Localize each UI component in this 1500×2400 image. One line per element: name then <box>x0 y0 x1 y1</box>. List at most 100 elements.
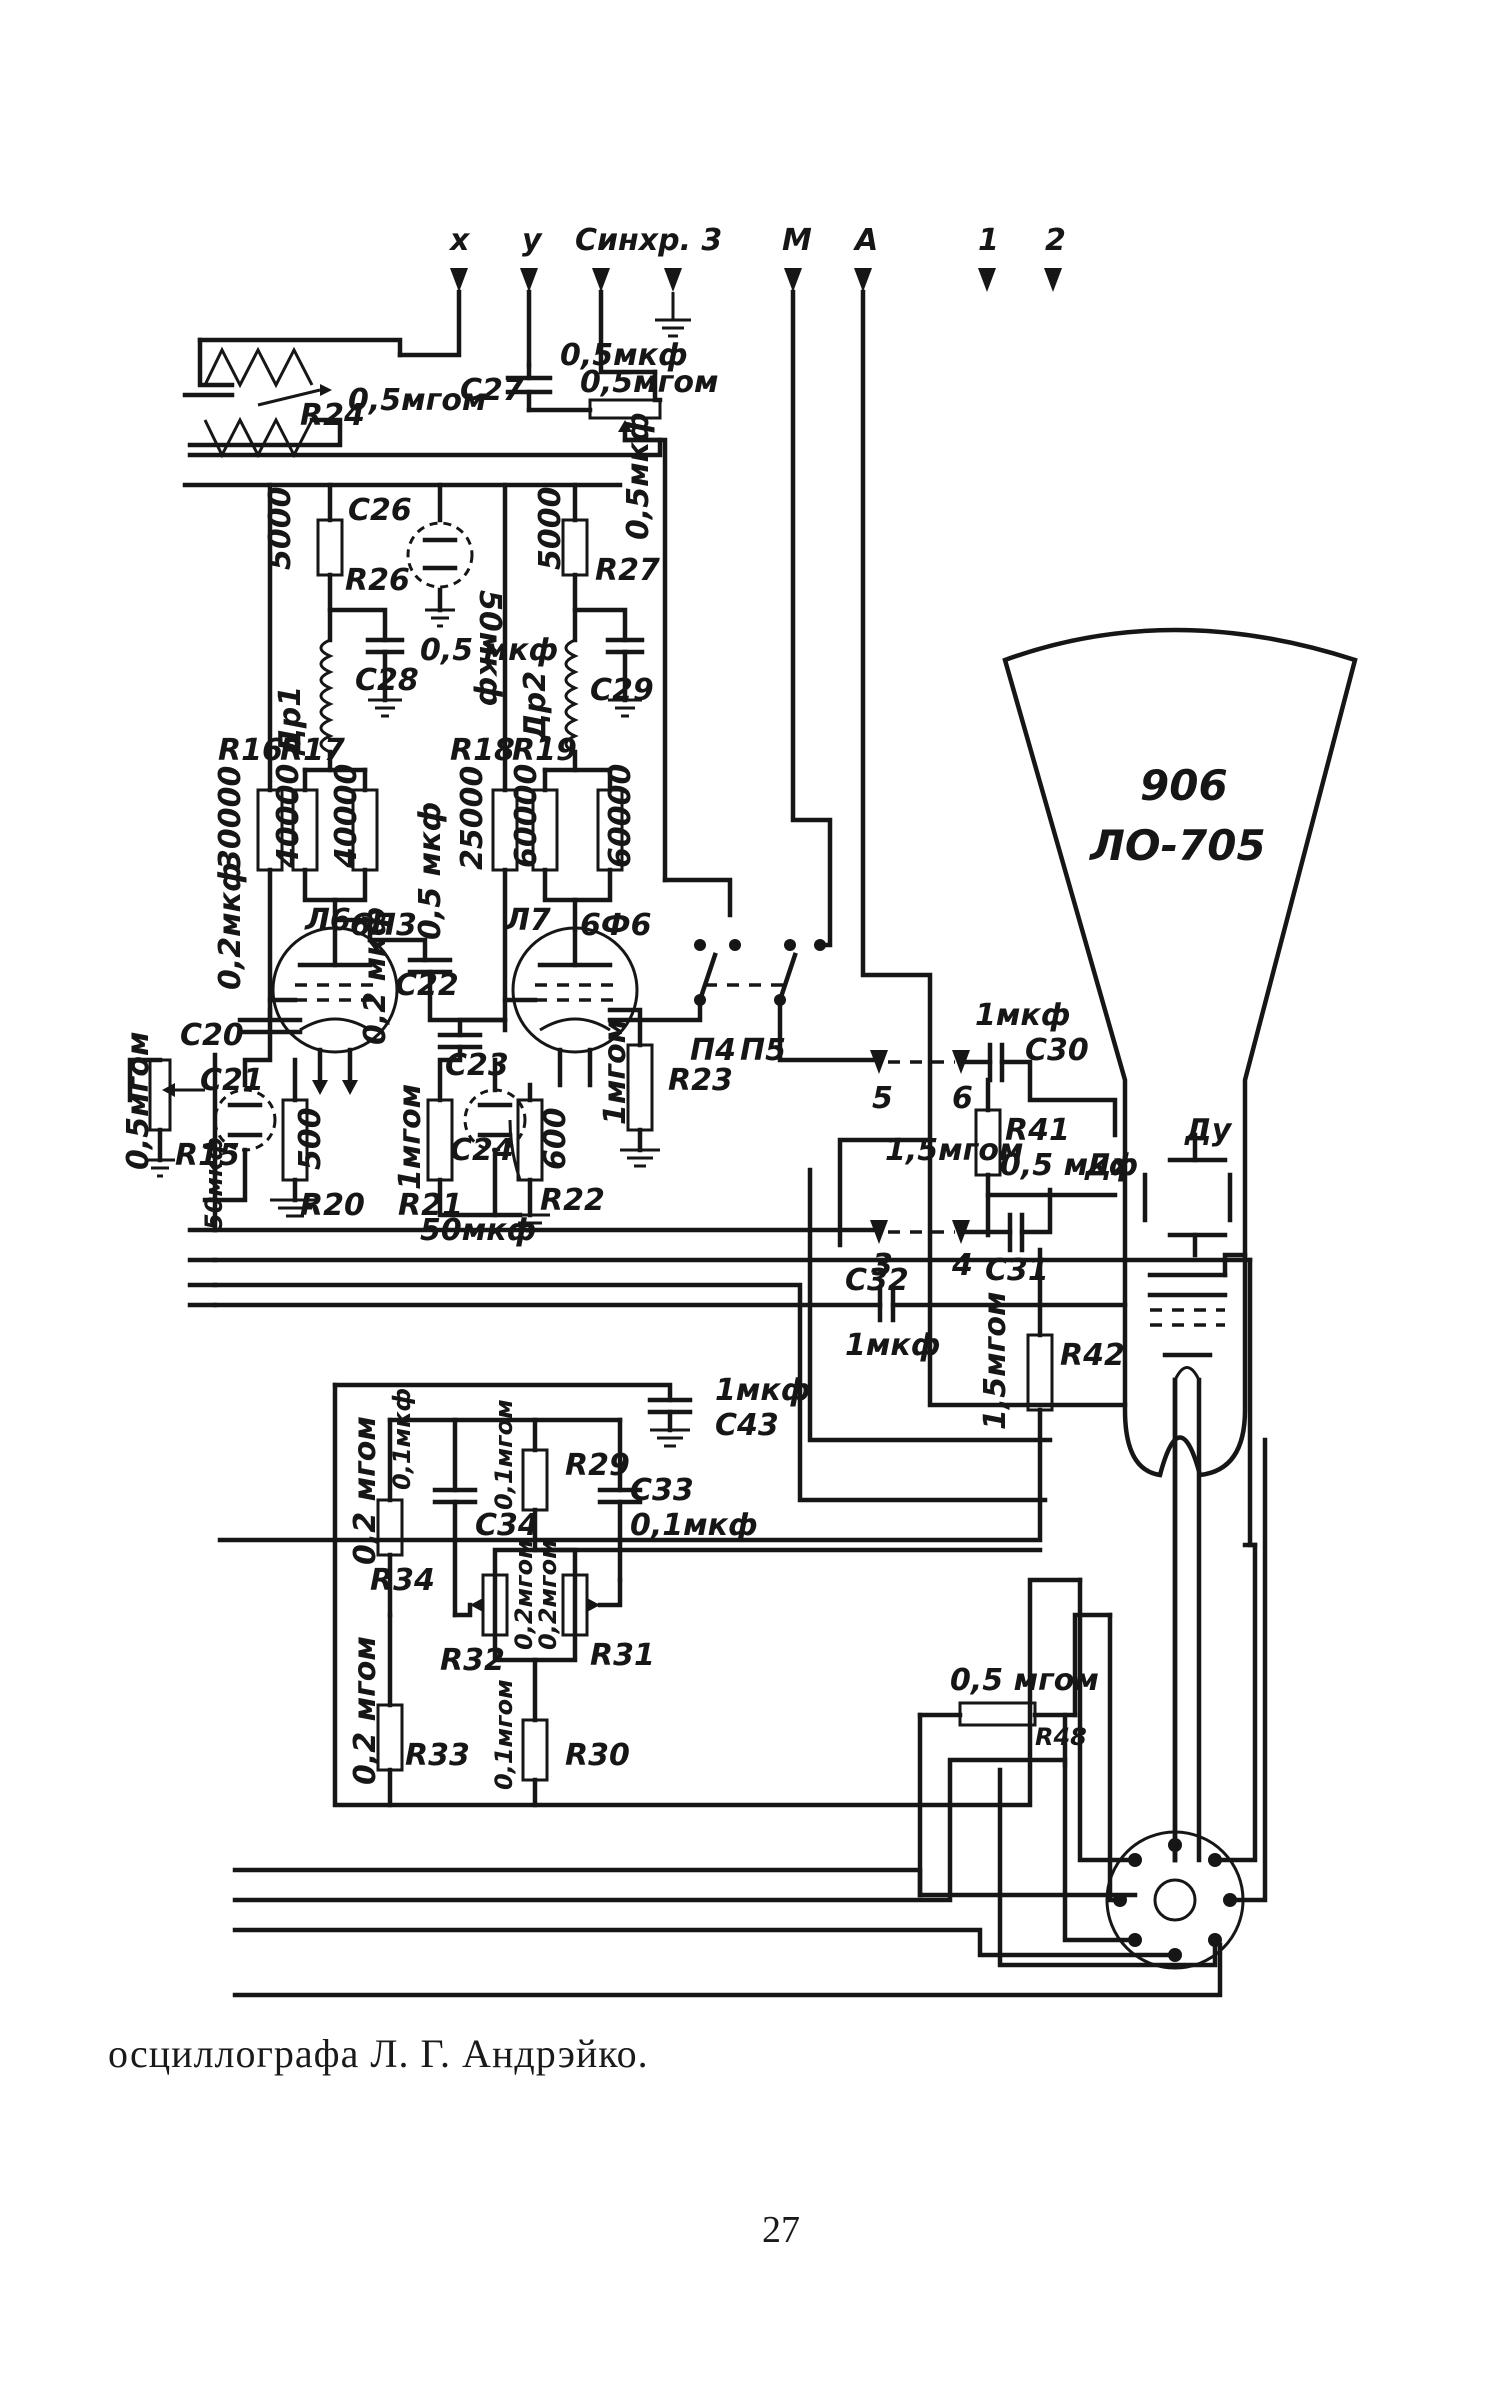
terminal-y-label: y <box>522 223 543 258</box>
c26-label: C26 <box>348 493 412 528</box>
r16-label: R16 <box>218 733 283 768</box>
r30-resistor <box>521 1718 549 1782</box>
c33-label: C33 <box>630 1473 694 1508</box>
terminal-2-label: 2 <box>1045 223 1066 258</box>
terminal-x-label: x <box>448 223 471 258</box>
r29-resistor <box>521 1448 549 1512</box>
c20-value: 0,2мкф <box>213 862 248 990</box>
dr2-label: Др2 <box>518 671 553 741</box>
c23-value: 0,2 мкф <box>358 907 393 1045</box>
c23-label: C23 <box>445 1048 509 1083</box>
dr1-label: Др1 <box>273 686 308 756</box>
r23-value: 1мгом <box>598 1019 633 1125</box>
lamp-l7: Л7 6Ф6 <box>502 903 652 1088</box>
r33-label: R33 <box>405 1738 470 1773</box>
r20-label: R20 <box>300 1188 365 1223</box>
r41-label: R41 <box>1005 1113 1070 1148</box>
r30-label: R30 <box>565 1738 630 1773</box>
r22-label: R22 <box>540 1183 605 1218</box>
r19-value: 60000 <box>509 764 544 868</box>
l6-type: 6П3 <box>350 908 417 943</box>
c31-value: 0,5 мкф <box>1000 1148 1138 1183</box>
r42-value: 1,5мгом <box>978 1292 1013 1430</box>
terminal-row: x y Синхр. 3 M A 1 2 <box>448 223 1066 338</box>
terminal-1 <box>978 268 996 292</box>
r41-value: 1,5мгом <box>885 1133 1023 1168</box>
c24-label: C24 <box>450 1133 514 1168</box>
r17-value: 40000 <box>271 764 306 869</box>
left-supply-lines <box>187 1227 218 1308</box>
c21-label: C21 <box>200 1063 264 1098</box>
r18-label: R18 <box>450 733 515 768</box>
l7-type: 6Ф6 <box>580 908 652 943</box>
r19-label: R19 <box>512 733 577 768</box>
c43-value: 1мкф <box>715 1373 811 1408</box>
c20-label: C20 <box>180 1018 244 1053</box>
l6-label: Л6 <box>304 903 351 938</box>
terminal-a <box>854 268 872 292</box>
r31-value: 0,2мгом <box>534 1539 562 1650</box>
c22-value: 0,5 мкф <box>413 802 448 940</box>
r27-label: R27 <box>595 553 660 588</box>
r26-label: R26 <box>345 563 410 598</box>
tube-dy-label: Дy <box>1184 1113 1233 1148</box>
r31-label: R31 <box>590 1638 655 1673</box>
c30-label: C30 <box>1025 1033 1089 1068</box>
c29-label: C29 <box>590 673 654 708</box>
c27-label: C27 <box>460 373 524 408</box>
input-network: R24 0,5мгом C27 0,5мкф 0,5мгом <box>182 289 718 883</box>
contact-3-label: 3 <box>872 1248 893 1283</box>
r33-value: 0,2 мгом <box>348 1636 383 1785</box>
c28-label: C28 <box>355 663 419 698</box>
r17-label: R17 <box>280 733 345 768</box>
terminal-m <box>784 268 802 292</box>
terminal-y <box>520 268 538 292</box>
r15-label: R15 <box>175 1138 240 1173</box>
terminal-2 <box>1044 268 1062 292</box>
c26-value: 50мкф <box>472 590 507 706</box>
c34-label: C34 <box>475 1508 539 1543</box>
terminal-x <box>450 268 468 292</box>
contact-4-label: 4 <box>951 1248 973 1283</box>
page-number: 27 <box>762 2209 800 2251</box>
tube-label-top: 906 <box>1140 761 1228 810</box>
l6-cathode-network: C20 0,2мкф C21 50мкф 0,5мгом R15 500 R20 <box>121 862 365 1230</box>
r24-label: R24 <box>300 398 365 433</box>
r26-resistor <box>316 518 344 577</box>
terminal-sync-label: Синхр. 3 <box>575 223 722 258</box>
r48-resistor <box>958 1701 1037 1727</box>
figure-caption: осциллографа Л. Г. Андрэйко. <box>108 2031 649 2076</box>
c34-value: 0,1мкф <box>388 1388 416 1490</box>
r27-value: 5000 <box>533 487 568 571</box>
terminal-ground <box>664 268 682 292</box>
contact-5-label: 5 <box>872 1081 893 1116</box>
switch-p4-label: П4 <box>690 1033 736 1068</box>
choke-dr2 <box>564 638 579 754</box>
lower-divider-network: 1мкф C43 0,2 мгом R34 0,1мкф C34 0,1мгом… <box>332 1373 1083 1808</box>
terminal-sync <box>592 268 610 292</box>
c33-value: 0,1мкф <box>630 1508 758 1543</box>
c22-capacitor: C22 0,5 мкф <box>367 802 508 1023</box>
choke-dr1 <box>319 638 334 754</box>
r24-value: 0,5мгом <box>348 383 486 418</box>
r17b-value: 40000 <box>329 764 364 869</box>
c32-value: 1мкф <box>845 1328 941 1363</box>
r24-resistor <box>203 346 314 459</box>
terminal-1-label: 1 <box>978 223 999 258</box>
r34-label: R34 <box>370 1563 435 1598</box>
r21-value: 1мгом <box>393 1084 428 1190</box>
tube-label-bottom: ЛО-705 <box>1088 821 1266 870</box>
plate-supply-network: 5000 C26 R26 C28 0,5 мкф 50мкф Др1 5000 … <box>182 412 660 1033</box>
switch-block: П4 П5 <box>607 289 933 1248</box>
r15-value: 0,5мгом <box>121 1032 156 1170</box>
r32-value: 0,2мгом <box>510 1539 538 1650</box>
c32-label: C32 <box>845 1263 909 1298</box>
r22-value: 600 <box>538 1107 573 1170</box>
deflection-network: 5 6 1мкф C30 1,5мгом R41 0,5 мкф 3 4 C31… <box>212 998 1258 1548</box>
tube-dx-label: Дx <box>1084 1148 1133 1183</box>
r21-resistor <box>426 1098 454 1182</box>
r42-resistor <box>1026 1333 1054 1412</box>
r20-value: 500 <box>293 1107 328 1170</box>
